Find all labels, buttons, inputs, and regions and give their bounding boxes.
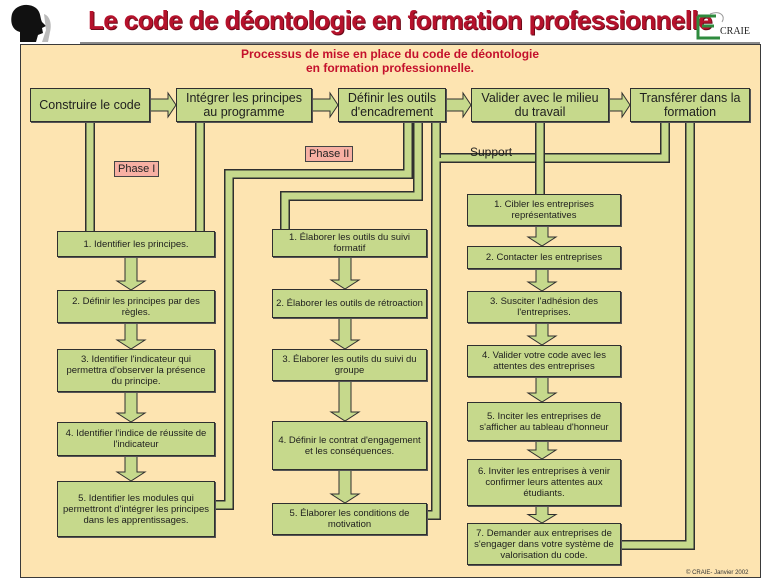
validation-step-5: 5. Inciter les entreprises de s'afficher…	[467, 402, 621, 441]
arrow-phase2-3	[329, 380, 361, 422]
phase2-step-5: 5. Élaborer les conditions de motivation	[272, 503, 427, 535]
diagram-subtitle: Processus de mise en place du code de dé…	[200, 47, 580, 75]
arrow-phase2-1	[329, 256, 361, 290]
head-silhouette-icon	[11, 4, 51, 43]
phase1-step-3: 3. Identifier l'indicateur qui permettra…	[57, 349, 215, 392]
phase1-step-5: 5. Identifier les modules qui permettron…	[57, 481, 215, 537]
phase1-step-2: 2. Définir les principes par des règles.	[57, 290, 215, 323]
phase1-step-1: 1. Identifier les principes.	[57, 231, 215, 257]
validation-step-2: 2. Contacter les entreprises	[467, 246, 621, 269]
arrow-phase1-4	[115, 455, 147, 482]
phase2-step-2: 2. Élaborer les outils de rétroaction	[272, 289, 427, 318]
validation-step-3: 3. Susciter l'adhésion des l'entreprises…	[467, 291, 621, 323]
arrow-1-2	[149, 91, 177, 119]
arrow-phase1-2	[115, 322, 147, 350]
top-step-valider: Valider avec le milieu du travail	[471, 88, 609, 122]
top-step-integrer: Intégrer les principes au programme	[176, 88, 312, 122]
phase2-step-1: 1. Élaborer les outils du suivi formatif	[272, 229, 427, 257]
phase-2-label: Phase II	[305, 146, 354, 162]
connector-definir-phase2	[280, 122, 423, 229]
phase2-step-4: 4. Définir le contrat d'engagement et le…	[272, 421, 427, 470]
top-step-definir: Définir les outils d'encadrement	[338, 88, 446, 122]
copyright: © CRAIE- Janvier 2002	[686, 570, 749, 576]
page-title: Le code de déontologie en formation prof…	[88, 5, 712, 35]
title-rule	[80, 42, 760, 44]
arrow-phase1-1	[115, 256, 147, 291]
phase-1-label: Phase I	[114, 161, 160, 177]
arrow-4-5	[608, 91, 631, 119]
validation-step-1: 1. Cibler les entreprises représentative…	[467, 194, 621, 226]
subtitle-line-1: Processus de mise en place du code de dé…	[240, 47, 540, 61]
logo-text: CRAIE	[720, 26, 750, 37]
top-step-transferer: Transférer dans la formation	[630, 88, 750, 122]
validation-step-6: 6. Inviter les entreprises à venir confi…	[467, 459, 621, 506]
phase1-step-4: 4. Identifier l'indice de réussite de l'…	[57, 422, 215, 456]
validation-step-4: 4. Valider votre code avec les attentes …	[467, 345, 621, 377]
support-label: Support	[470, 145, 513, 159]
arrow-validation-3	[526, 322, 558, 346]
arrow-2-3	[311, 91, 339, 119]
arrow-phase1-3	[115, 391, 147, 423]
arrow-validation-2	[526, 268, 558, 292]
connector-phase1-to-definir	[215, 122, 413, 510]
validation-step-7: 7. Demander aux entreprises de s'engager…	[467, 523, 621, 565]
top-step-construire: Construire le code	[30, 88, 150, 122]
arrow-validation-5	[526, 440, 558, 460]
connector-transferer	[621, 122, 695, 550]
arrow-phase2-2	[329, 317, 361, 350]
subtitle-line-2: en formation professionnelle.	[305, 61, 475, 75]
phase2-step-3: 3. Élaborer les outils du suivi du group…	[272, 349, 427, 381]
arrow-3-4	[445, 91, 472, 119]
craie-logo-icon	[696, 12, 724, 40]
arrow-validation-1	[526, 225, 558, 247]
arrow-validation-4	[526, 376, 558, 403]
arrow-validation-6	[526, 505, 558, 524]
arrow-phase2-4	[329, 469, 361, 504]
